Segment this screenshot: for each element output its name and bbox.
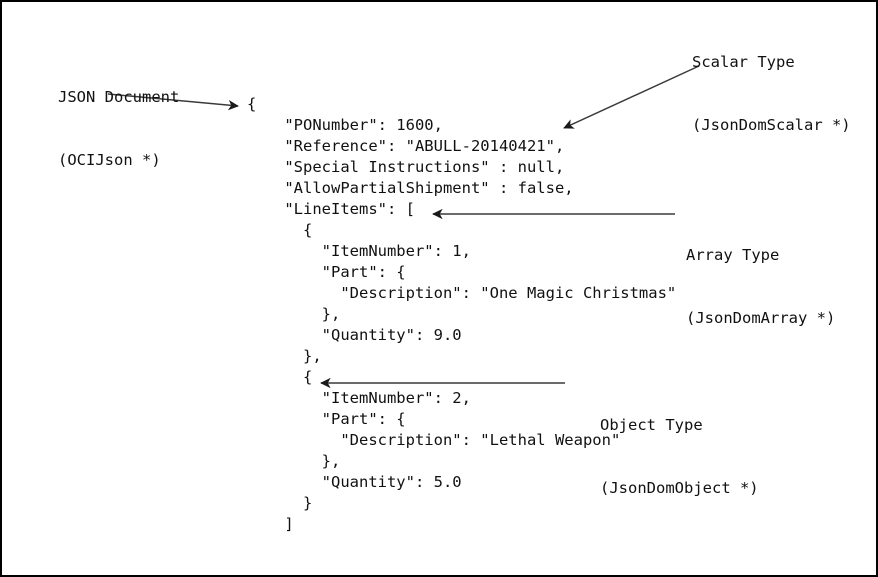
code-line: "Special Instructions" : null, bbox=[247, 158, 565, 176]
code-line: }, bbox=[247, 347, 322, 365]
callout-json-document: JSON Document (OCIJson *) bbox=[58, 45, 179, 213]
callout-object-type: Object Type (JsonDomObject *) bbox=[600, 373, 759, 541]
code-line: ] bbox=[247, 515, 294, 533]
code-line: "PONumber": 1600, bbox=[247, 116, 443, 134]
code-line: "Reference": "ABULL-20140421", bbox=[247, 137, 565, 155]
callout-scalar-type-line2: (JsonDomScalar *) bbox=[692, 116, 851, 134]
callout-scalar-type-line1: Scalar Type bbox=[692, 53, 795, 71]
code-line: "LineItems": [ bbox=[247, 200, 415, 218]
code-line: "Part": { bbox=[247, 410, 406, 428]
code-line: } bbox=[247, 494, 313, 512]
callout-json-document-line1: JSON Document bbox=[58, 88, 180, 106]
callout-object-type-line2: (JsonDomObject *) bbox=[600, 479, 759, 497]
code-line: "AllowPartialShipment" : false, bbox=[247, 179, 574, 197]
arrow-scalar-type bbox=[563, 65, 700, 129]
callout-json-document-line2: (OCIJson *) bbox=[58, 151, 161, 169]
code-line: { bbox=[247, 95, 257, 113]
code-line: { bbox=[247, 221, 313, 239]
callout-scalar-type: Scalar Type (JsonDomScalar *) bbox=[692, 10, 851, 178]
code-line: "ItemNumber": 2, bbox=[247, 389, 471, 407]
callout-array-type-line2: (JsonDomArray *) bbox=[686, 309, 836, 327]
code-line: "Description": "Lethal Weapon" bbox=[247, 431, 621, 449]
code-line: "Part": { bbox=[247, 263, 406, 281]
code-line: }, bbox=[247, 305, 341, 323]
callout-object-type-line1: Object Type bbox=[600, 416, 703, 434]
code-line: "Quantity": 9.0 bbox=[247, 326, 462, 344]
code-line: "Description": "One Magic Christmas" bbox=[247, 284, 677, 302]
code-line: "ItemNumber": 1, bbox=[247, 242, 471, 260]
code-line: { bbox=[247, 368, 313, 386]
code-line: "Quantity": 5.0 bbox=[247, 473, 462, 491]
code-line: }, bbox=[247, 452, 341, 470]
callout-array-type: Array Type (JsonDomArray *) bbox=[686, 203, 835, 371]
callout-array-type-line1: Array Type bbox=[686, 246, 780, 264]
